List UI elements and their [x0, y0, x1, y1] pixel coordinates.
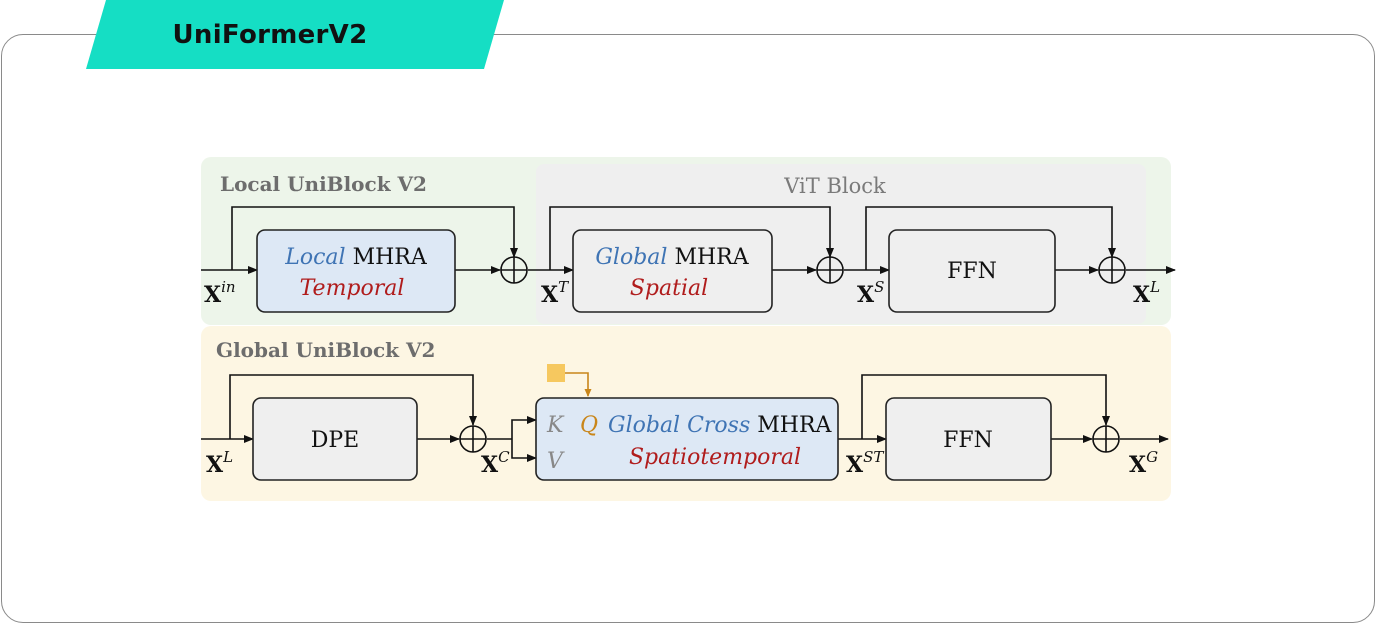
ffn-label-top: FFN: [947, 259, 997, 284]
title-tab: UniFormerV2: [86, 0, 504, 69]
content-frame: [1, 34, 1375, 623]
vit-block-label: ViT Block: [783, 174, 886, 198]
query-arrow: [565, 372, 592, 397]
key-letter: K: [546, 413, 565, 438]
var-x-st: XST: [846, 448, 884, 478]
var-x-in: Xin: [204, 278, 236, 308]
sum-node: [1098, 256, 1126, 284]
local-mhra-title: Local MHRA: [284, 245, 428, 270]
var-x-l-in: XL: [206, 448, 233, 478]
global-cross-rest: MHRA: [750, 413, 832, 438]
local-mhra-italic: Local: [284, 245, 345, 270]
sum-node: [459, 425, 487, 453]
local-mhra-rest: MHRA: [346, 245, 428, 270]
page-title: UniFormerV2: [172, 19, 368, 50]
global-uniblock-label: Global UniBlock V2: [216, 338, 435, 362]
bottom-row-connections: [201, 374, 1169, 462]
sum-node: [816, 256, 844, 284]
ffn-label-bottom: FFN: [943, 428, 993, 453]
var-x-l-out: XL: [1133, 278, 1160, 308]
ffn-box-top: [888, 229, 1056, 313]
global-cross-mhra-box: [535, 397, 839, 481]
dpe-box: [252, 397, 418, 481]
global-mhra-sub: Spatial: [630, 276, 708, 301]
local-mhra-sub: Temporal: [300, 276, 405, 301]
local-mhra-box: [256, 229, 456, 313]
local-uniblock-label: Local UniBlock V2: [220, 172, 427, 196]
ffn-box-bottom: [885, 397, 1052, 481]
global-mhra-box: [572, 229, 773, 313]
global-mhra-italic: Global: [595, 245, 667, 270]
var-x-t: XT: [541, 278, 569, 308]
var-x-c: XC: [481, 448, 510, 478]
global-mhra-title: Global MHRA: [595, 245, 749, 270]
global-mhra-rest: MHRA: [667, 245, 749, 270]
var-x-s: XS: [857, 278, 884, 308]
global-cross-italic: Global Cross: [608, 413, 750, 438]
var-x-g: XG: [1129, 448, 1158, 478]
global-cross-sub: Spatiotemporal: [629, 445, 801, 470]
top-row-connections: [201, 206, 1176, 274]
query-letter: Q: [580, 413, 598, 438]
dpe-label: DPE: [311, 428, 360, 453]
learnable-query-token: [547, 364, 565, 382]
value-letter: V: [547, 449, 565, 474]
global-cross-title: Global Cross MHRA: [608, 413, 833, 438]
sum-node: [500, 256, 528, 284]
sum-node: [1092, 425, 1120, 453]
